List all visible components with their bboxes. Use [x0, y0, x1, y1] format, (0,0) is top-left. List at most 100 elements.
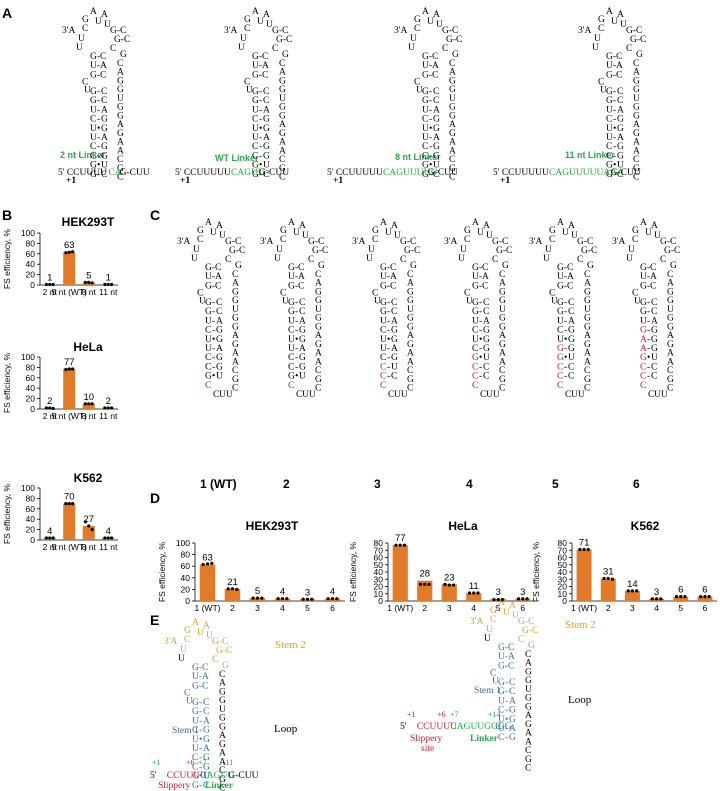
nt-bond: -: [429, 105, 432, 115]
nt-label: G: [299, 326, 306, 336]
nt-label: C: [651, 372, 657, 382]
nt-label: C: [82, 24, 88, 34]
nt-label: A: [391, 221, 398, 231]
nt-tail: G-CUU: [428, 168, 458, 178]
nt-label: G-C: [492, 237, 508, 247]
nt-label: U: [216, 372, 223, 382]
nt-bond: -: [647, 307, 650, 317]
nt-label: U: [543, 254, 550, 264]
nt-loop: G: [584, 322, 591, 332]
nt-bond: -: [212, 326, 215, 336]
nt-label: U: [240, 34, 247, 44]
nt-label: U: [205, 316, 212, 326]
nt-loop: A: [633, 146, 640, 156]
stem2-label: Stem 2: [275, 639, 306, 651]
nt-label: U: [512, 611, 519, 621]
slippery-label: Slippery: [410, 734, 442, 744]
nt-loop: U: [499, 305, 506, 315]
nt-loop: G: [499, 375, 506, 385]
panel-letter-c: C: [150, 207, 160, 223]
nt-bond: -: [387, 344, 390, 354]
x-tick-label: 1 (WT): [571, 603, 597, 613]
nt-label: U: [238, 43, 245, 53]
nt-loop: G: [315, 375, 322, 385]
nt-bond: -: [647, 335, 650, 345]
construct-label-3: 3: [374, 477, 381, 491]
data-point: [610, 577, 615, 581]
nt-loop: C: [667, 384, 673, 394]
y-tick-label: 20: [558, 582, 568, 592]
nt-loop: C: [449, 59, 455, 69]
data-point: [674, 595, 679, 599]
nt-label: C: [184, 689, 190, 699]
nt-tail: CAGUUGGG: [450, 722, 505, 732]
nt-bond: •: [295, 372, 298, 382]
nt-bond: -: [647, 316, 650, 326]
nt-bond: -: [429, 96, 432, 106]
nt-loop: A: [525, 711, 532, 721]
nt-loop: G: [117, 76, 124, 86]
nt-bond: •: [613, 161, 616, 171]
nt-label: U: [302, 231, 309, 241]
data-label: 5: [86, 270, 91, 281]
nt-bond: -: [199, 781, 202, 791]
nt-label: G: [197, 226, 204, 236]
data-label: 4: [280, 587, 285, 598]
nt-label: C: [263, 170, 269, 180]
data-point: [103, 282, 107, 287]
bar: [697, 596, 713, 601]
nt-loop: C: [407, 366, 413, 376]
data-point: [48, 282, 52, 287]
nt-label: U: [274, 254, 281, 264]
nt-label: G: [252, 161, 259, 171]
nt-label: UU: [486, 390, 500, 400]
nt-label: G: [509, 715, 516, 725]
data-point: [251, 596, 255, 600]
nt-label: U: [433, 161, 440, 171]
data-point: [500, 597, 505, 602]
nt-bond: -: [199, 716, 202, 726]
nt-pair: G-C: [472, 263, 488, 273]
nt-bond: -: [199, 726, 202, 736]
nt-label: G-C: [312, 246, 328, 256]
y-tick-label: 40: [558, 567, 568, 577]
y-tick-label: 60: [26, 373, 36, 383]
y-tick-label: 100: [176, 538, 190, 548]
data-point: [255, 596, 260, 600]
nt-loop: G: [279, 76, 286, 86]
nt-loop: G: [499, 287, 506, 297]
nt-loop: A: [117, 120, 124, 130]
nt-bond: •: [259, 161, 262, 171]
nt-label: C: [192, 726, 198, 736]
nt-label: G: [422, 170, 429, 180]
data-point: [48, 536, 52, 540]
nt-bond: •: [564, 353, 567, 363]
data-point: [83, 402, 87, 406]
nt-label: G: [299, 362, 306, 372]
nt-label: C: [472, 344, 478, 354]
nt-label: A: [203, 621, 210, 631]
nt-tail: 5' CCUUUUU: [327, 168, 383, 178]
nt-label: A: [263, 10, 270, 20]
data-point: [48, 406, 52, 410]
nt-label: C: [472, 381, 478, 391]
nt-label: U: [252, 105, 259, 115]
nt-label: C: [433, 96, 439, 106]
nt-label: C: [212, 655, 218, 665]
bar: [576, 549, 592, 601]
nt-label: G: [203, 735, 210, 745]
nt-loop: C: [232, 384, 238, 394]
y-tick-label: 0: [30, 535, 35, 545]
nt-label: G: [433, 142, 440, 152]
data-point: [110, 282, 114, 287]
nt-label: C: [225, 255, 231, 265]
nt-label: U: [299, 372, 306, 382]
nt-label: U: [557, 335, 564, 345]
nt-bond: -: [479, 316, 482, 326]
nt-label: C: [414, 24, 420, 34]
nt-label: A: [90, 7, 97, 17]
nt-bond: -: [505, 678, 508, 688]
data-point: [635, 589, 639, 593]
nt-label: G-C: [496, 246, 512, 256]
